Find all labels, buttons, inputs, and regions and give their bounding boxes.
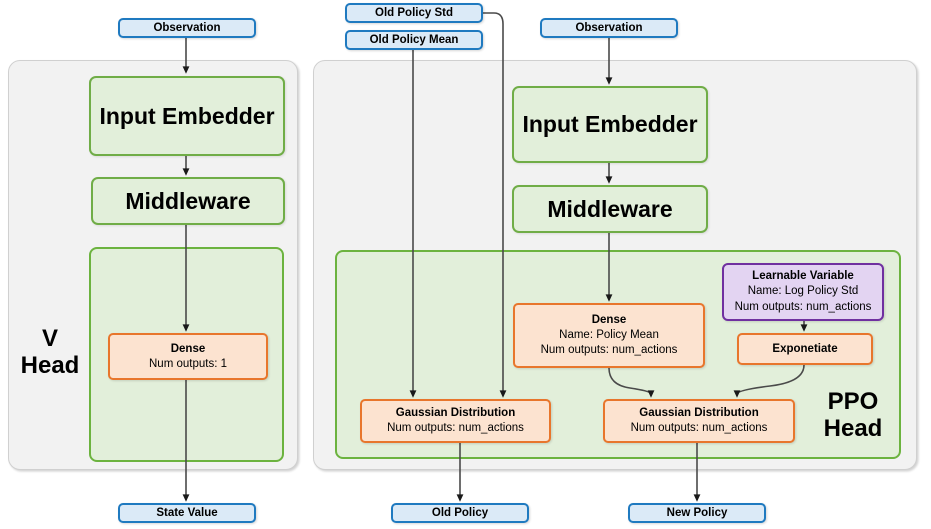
op-gaussian-distribution-new[interactable]: Gaussian Distribution Num outputs: num_a…	[603, 399, 795, 443]
v-head-caption-line1: V	[41, 325, 58, 353]
io-old-policy-label: Old Policy	[431, 507, 489, 519]
op-dense-v-title: Dense	[170, 342, 206, 355]
v-head-caption: V Head	[14, 322, 86, 384]
op-learnable-variable-title: Learnable Variable	[752, 270, 854, 283]
module-input-embedder-ppo-label: Input Embedder	[522, 111, 698, 137]
op-gaussian-distribution-old[interactable]: Gaussian Distribution Num outputs: num_a…	[360, 399, 551, 443]
io-old-policy-mean-label: Old Policy Mean	[369, 34, 459, 46]
module-input-embedder-v[interactable]: Input Embedder	[89, 76, 285, 156]
ppo-head-caption-line2: Head	[823, 415, 883, 442]
io-old-policy-std-label: Old Policy Std	[375, 7, 453, 19]
v-head-caption-line2: Head	[20, 352, 80, 379]
op-dense-policy-mean-title: Dense	[591, 314, 627, 327]
ppo-head-caption: PPO Head	[812, 385, 894, 447]
module-middleware-v-label: Middleware	[125, 187, 251, 214]
module-input-embedder-ppo[interactable]: Input Embedder	[512, 86, 708, 163]
io-new-policy[interactable]: New Policy	[628, 503, 766, 523]
op-gaussian-old-num-outputs: Num outputs: num_actions	[387, 422, 524, 434]
op-gaussian-old-title: Gaussian Distribution	[395, 407, 516, 420]
op-gaussian-new-num-outputs: Num outputs: num_actions	[630, 422, 768, 434]
op-dense-policy-mean-num-outputs: Num outputs: num_actions	[540, 343, 678, 356]
op-dense-policy-mean-name: Name: Policy Mean	[559, 329, 659, 342]
io-observation-ppo[interactable]: Observation	[540, 18, 678, 38]
module-middleware-ppo[interactable]: Middleware	[512, 185, 708, 233]
op-learnable-variable-log-policy-std[interactable]: Learnable Variable Name: Log Policy Std …	[722, 263, 884, 321]
op-learnable-variable-name: Name: Log Policy Std	[747, 285, 859, 298]
io-old-policy-mean[interactable]: Old Policy Mean	[345, 30, 483, 50]
io-new-policy-label: New Policy	[666, 507, 728, 519]
op-exponentiate-title: Exponetiate	[772, 342, 838, 355]
io-state-value[interactable]: State Value	[118, 503, 256, 523]
op-dense-policy-mean[interactable]: Dense Name: Policy Mean Num outputs: num…	[513, 303, 705, 368]
io-old-policy[interactable]: Old Policy	[391, 503, 529, 523]
module-input-embedder-v-label: Input Embedder	[99, 102, 275, 129]
module-middleware-ppo-label: Middleware	[547, 195, 673, 222]
io-state-value-label: State Value	[156, 507, 218, 519]
op-exponentiate[interactable]: Exponetiate	[737, 333, 873, 365]
io-old-policy-std[interactable]: Old Policy Std	[345, 3, 483, 23]
io-observation-ppo-label: Observation	[575, 22, 643, 34]
op-gaussian-new-title: Gaussian Distribution	[639, 407, 759, 420]
ppo-head-caption-line1: PPO	[827, 388, 879, 416]
io-observation-v[interactable]: Observation	[118, 18, 256, 38]
op-learnable-variable-num-outputs: Num outputs: num_actions	[734, 300, 872, 313]
op-dense-v[interactable]: Dense Num outputs: 1	[108, 333, 268, 380]
op-dense-v-num-outputs: Num outputs: 1	[149, 357, 227, 370]
module-middleware-v[interactable]: Middleware	[91, 177, 285, 225]
io-observation-v-label: Observation	[153, 22, 221, 34]
